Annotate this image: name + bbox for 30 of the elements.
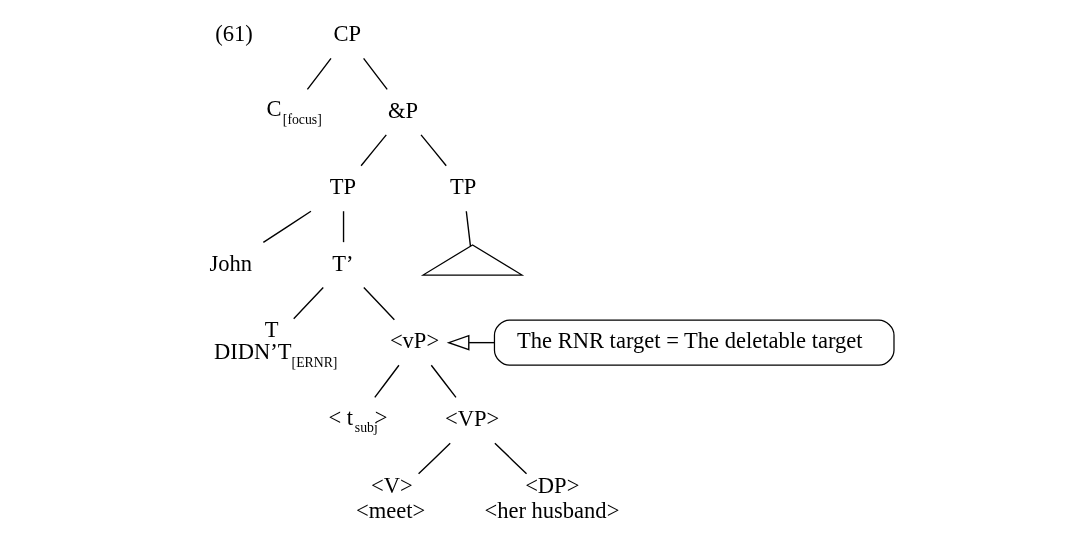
connector [417,442,451,475]
node-text: < t$_{subj}$> [328,404,388,436]
node-text: <VP> [444,405,499,431]
connector [373,364,400,399]
connector [292,286,324,320]
connector [465,210,471,247]
connector [262,210,312,244]
node-text: <vP> [389,328,439,354]
node-text: CP [333,21,361,47]
connector [419,134,447,167]
node-text: T’ [331,250,354,276]
node-text: &P [387,97,418,123]
node-text: TP [449,174,476,200]
connector [359,134,387,167]
label: (61) [214,21,253,47]
connector [430,364,457,399]
node-triangle [420,244,524,276]
node-text: <DP> <her husband> [483,473,619,524]
node-text: John [209,250,252,276]
connector [362,57,388,91]
node-text: C$_{[focus]}$ [266,96,322,127]
node-box: The RNR target = The deletable target [493,319,895,366]
node-text: T DIDN’T$_{[ERNR]}$ [213,316,337,370]
connector [342,210,344,243]
node-text: <V> <meet> [355,473,425,524]
node-text: TP [329,174,356,200]
connector [493,442,527,475]
arrow [446,334,495,351]
connector [362,286,395,321]
connector [306,57,332,91]
